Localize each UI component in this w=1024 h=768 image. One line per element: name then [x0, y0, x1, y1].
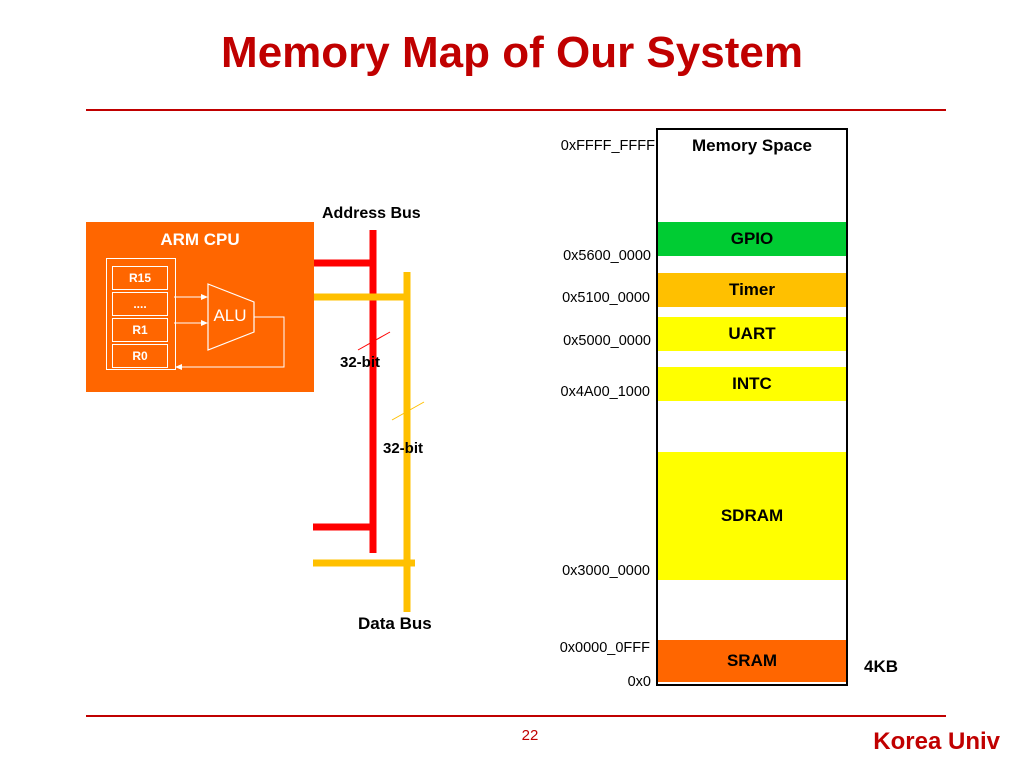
data-bus-label: Data Bus [358, 614, 432, 633]
address-width-slash [357, 331, 391, 351]
memory-space [656, 128, 848, 686]
region-sram: SRAM [658, 640, 846, 682]
alu-shape [207, 283, 255, 351]
address-bus-width: 32-bit [340, 354, 381, 371]
bottom-rule [86, 715, 946, 717]
data-width-slash [391, 401, 425, 421]
region-intc: INTC [658, 367, 846, 401]
page-number: 22 [521, 727, 539, 744]
alu-label: ALU [213, 306, 247, 325]
register-ellipsis: .... [112, 292, 168, 316]
slide-title: Memory Map of Our System [221, 28, 803, 77]
address-intc: 0x4A00_1000 [560, 384, 651, 400]
address-sram-top: 0x0000_0FFF [559, 640, 650, 656]
address-sdram: 0x3000_0000 [562, 563, 650, 579]
address-gpio: 0x5600_0000 [563, 248, 651, 264]
register-r1: R1 [112, 318, 168, 342]
region-uart: UART [658, 317, 846, 351]
region-sdram: SDRAM [658, 452, 846, 580]
memory-space-header: Memory Space [692, 136, 812, 155]
address-timer: 0x5100_0000 [562, 290, 650, 306]
register-file [106, 258, 176, 370]
region-timer: Timer [658, 273, 846, 307]
register-r0: R0 [112, 344, 168, 368]
register-r15: R15 [112, 266, 168, 290]
address-zero: 0x0 [627, 674, 651, 690]
alu-datapath [174, 283, 285, 370]
top-rule [86, 109, 946, 111]
sram-size: 4KB [864, 657, 899, 676]
footer-logo-text: Korea Univ [873, 728, 1000, 755]
address-uart: 0x5000_0000 [563, 333, 651, 349]
address-top: 0xFFFF_FFFF [560, 138, 655, 154]
arm-cpu-block: ARM CPU R15 .... R1 R0 ALU [86, 222, 314, 392]
address-bus-label: Address Bus [322, 205, 421, 222]
cpu-title: ARM CPU [160, 230, 240, 249]
region-gpio: GPIO [658, 222, 846, 256]
data-bus-width: 32-bit [383, 440, 424, 457]
